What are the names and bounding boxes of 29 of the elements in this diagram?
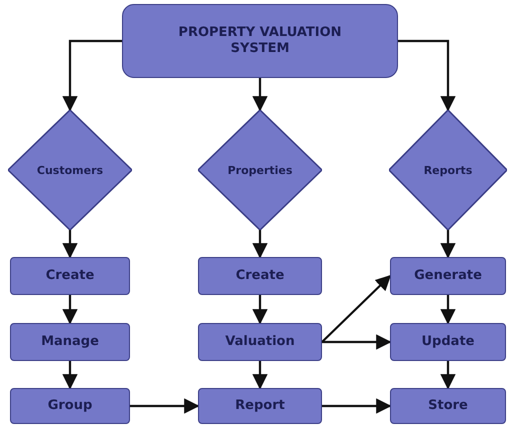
arrow (252, 230, 268, 259)
process-box: Store (390, 388, 506, 424)
diamond-label: Reports (424, 164, 472, 176)
arrow (130, 398, 200, 414)
process-box: Update (390, 323, 506, 361)
arrow (252, 295, 268, 325)
process-box: Generate (390, 257, 506, 295)
arrow (440, 295, 456, 325)
process-box: Manage (10, 323, 130, 361)
arrow (440, 361, 456, 390)
arrow (252, 361, 268, 390)
arrow (252, 78, 268, 112)
arrow (62, 361, 78, 390)
process-box: Valuation (198, 323, 322, 361)
arrow (322, 398, 392, 414)
arrow (440, 230, 456, 259)
arrow (62, 230, 78, 259)
arrow (62, 295, 78, 325)
process-box: Create (10, 257, 130, 295)
arrow (62, 40, 122, 112)
diamond-label: Properties (228, 164, 292, 176)
diamond-label: Customers (36, 164, 104, 176)
title-box: PROPERTY VALUATION SYSTEM (122, 4, 398, 78)
process-box: Create (198, 257, 322, 295)
arrow (321, 274, 392, 343)
process-box: Report (198, 388, 322, 424)
process-box: Group (10, 388, 130, 424)
arrow (398, 40, 456, 112)
arrow (322, 334, 392, 350)
